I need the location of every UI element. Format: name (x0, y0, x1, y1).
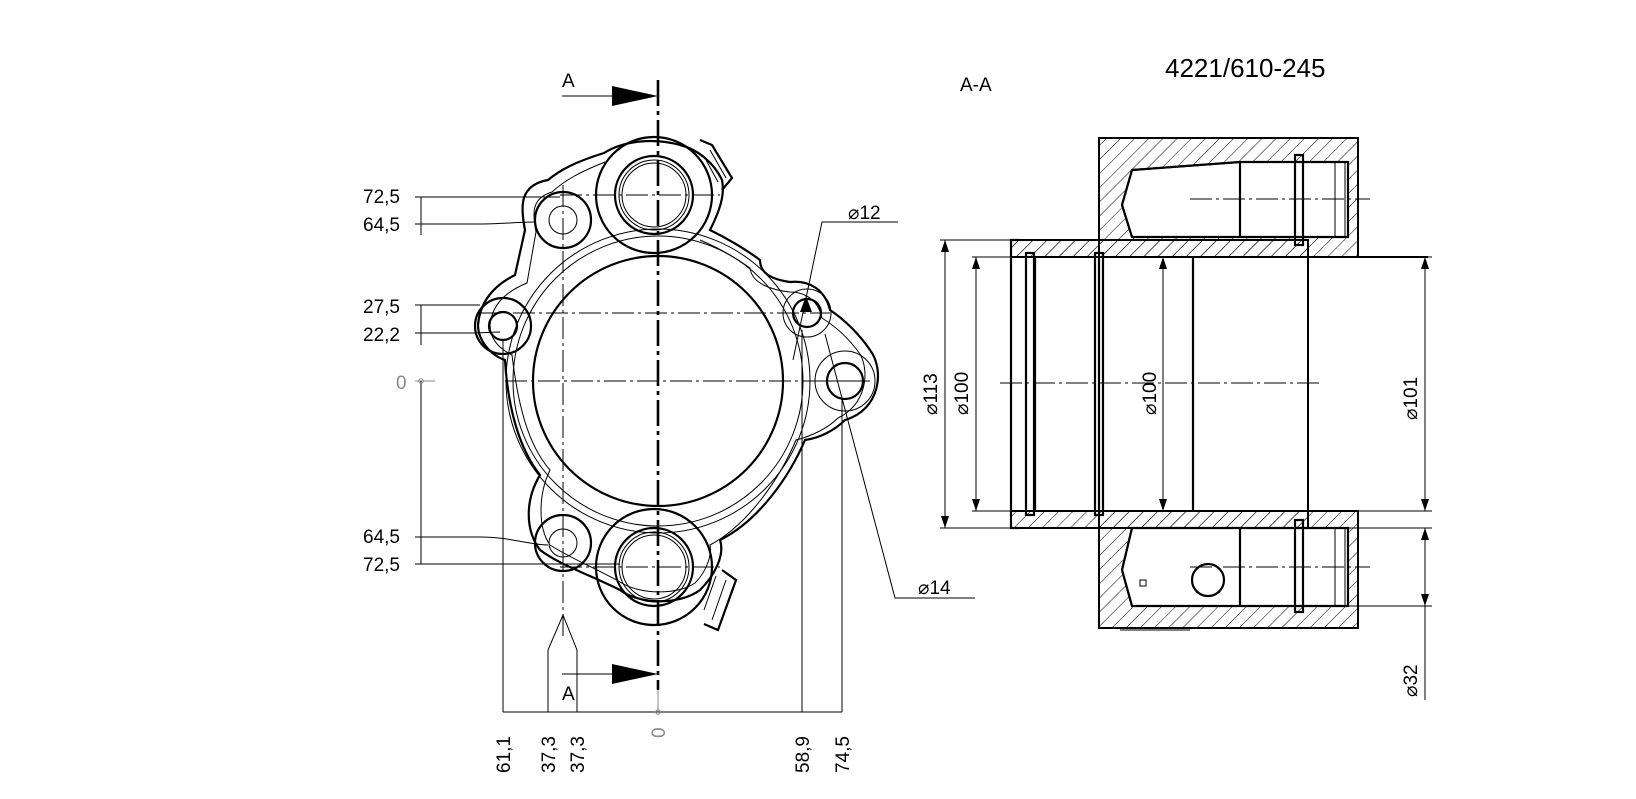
left-ordinate-dims: 72,5 64,5 27,5 22,2 0 64,5 72,5 (363, 187, 620, 576)
dim-61-1: 61,1 (494, 736, 515, 773)
svg-text:A: A (562, 684, 575, 705)
section-label: A-A (960, 75, 992, 96)
dim-dia-32: ⌀32 (1348, 527, 1432, 700)
svg-text:A: A (562, 71, 575, 92)
dim-64-5-top: 64,5 (363, 215, 400, 236)
front-view: A A (363, 71, 975, 773)
section-arrow-bottom: A (562, 664, 658, 705)
svg-text:⌀100: ⌀100 (1140, 372, 1161, 415)
dim-27-5: 27,5 (363, 297, 400, 318)
dim-22-2: 22,2 (363, 325, 400, 346)
svg-text:⌀12: ⌀12 (848, 203, 881, 224)
dim-64-5-bottom: 64,5 (363, 527, 400, 548)
bottom-ordinate-dims: 61,1 37,3 37,3 0 58,9 74,5 (494, 330, 854, 773)
flange-outline (476, 139, 880, 603)
dim-zero-left: 0 (396, 373, 407, 394)
drawing-number: 4221/610-245 (1165, 53, 1325, 83)
dim-37-3-b: 37,3 (568, 736, 589, 773)
main-bore (1010, 256, 1309, 512)
svg-text:⌀32: ⌀32 (1401, 664, 1422, 697)
dim-dia-113: ⌀113 (921, 239, 1010, 529)
dim-dia-100-left: ⌀100 (952, 256, 1010, 512)
callout-dia-14: ⌀14 (824, 333, 975, 599)
dim-37-3-a: 37,3 (539, 736, 560, 773)
svg-text:⌀14: ⌀14 (918, 578, 951, 599)
dim-dia-100-inner: ⌀100 (1140, 257, 1167, 511)
svg-text:⌀113: ⌀113 (921, 373, 942, 415)
svg-text:⌀101: ⌀101 (1401, 377, 1422, 420)
section-arrow-top: A (562, 71, 658, 106)
dim-zero-bottom: 0 (649, 727, 670, 738)
dim-72-5-bottom: 72,5 (363, 555, 400, 576)
section-view: ⌀113 ⌀100 ⌀100 ⌀101 (921, 137, 1432, 700)
dim-74-5: 74,5 (833, 736, 854, 773)
callout-dia-12: ⌀12 (792, 203, 898, 361)
dim-dia-101: ⌀101 (1308, 256, 1432, 512)
dim-58-9: 58,9 (793, 736, 814, 773)
dim-72-5-top: 72,5 (363, 187, 400, 208)
svg-text:⌀100: ⌀100 (952, 372, 973, 415)
